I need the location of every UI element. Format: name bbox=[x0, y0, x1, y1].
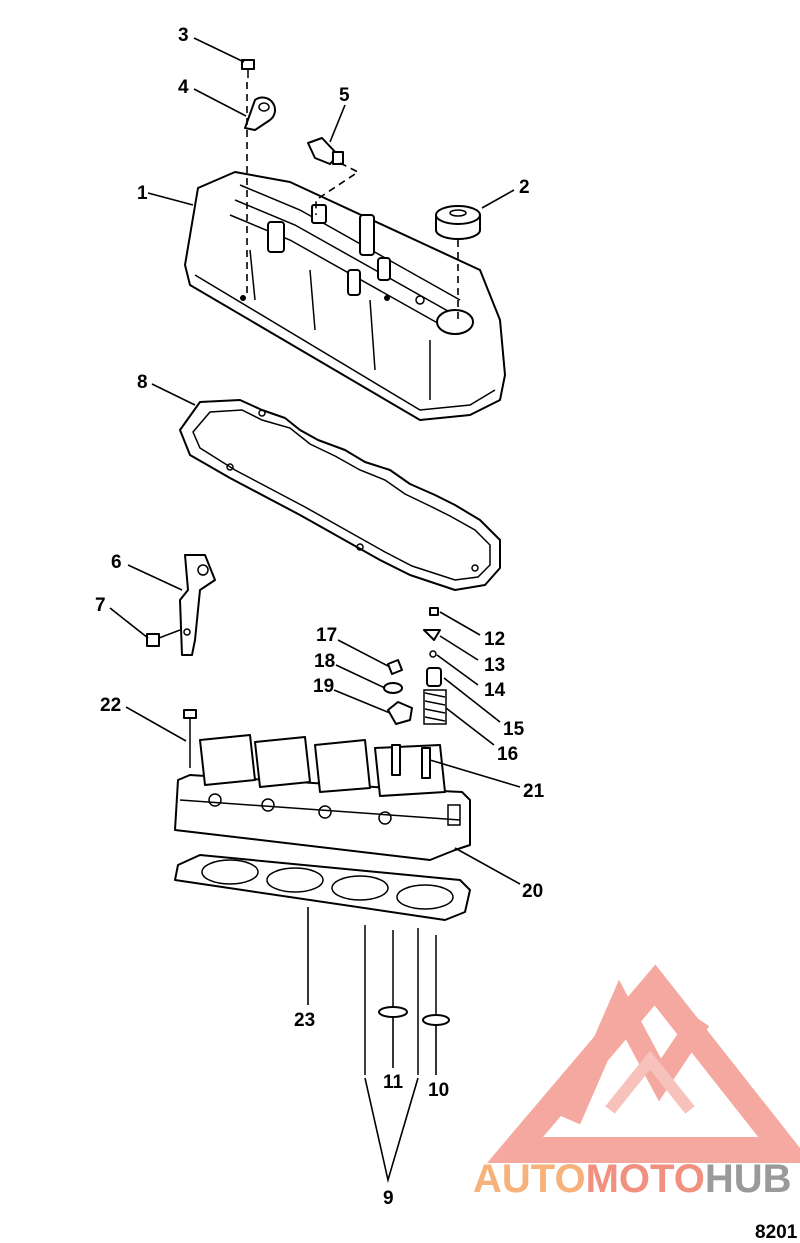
callout-10: 10 bbox=[428, 1080, 449, 1101]
bracket-bolt bbox=[146, 629, 181, 647]
callout-14: 14 bbox=[484, 680, 506, 701]
valve-keepers-and-springs bbox=[383, 607, 447, 725]
exhaust-valve bbox=[422, 935, 450, 1026]
callout-20: 20 bbox=[522, 881, 543, 902]
callout-19: 19 bbox=[313, 676, 334, 697]
leader-lines bbox=[109, 37, 521, 1184]
valve-cover bbox=[184, 171, 506, 421]
callout-5: 5 bbox=[339, 85, 350, 106]
oil-filler-cap bbox=[435, 205, 481, 240]
callout-1: 1 bbox=[137, 183, 148, 204]
automotohub-watermark: AUTOMOTOHUB bbox=[473, 1157, 792, 1201]
callout-7: 7 bbox=[95, 595, 106, 616]
callout-17: 17 bbox=[316, 625, 337, 646]
intake-valve bbox=[378, 930, 408, 1018]
svg-text:AUTOMOTOHUB: AUTOMOTOHUB bbox=[473, 1157, 792, 1201]
callout-22: 22 bbox=[100, 695, 121, 716]
callout-11: 11 bbox=[383, 1072, 404, 1093]
hose-clip bbox=[244, 96, 276, 131]
bolt-small bbox=[241, 59, 255, 78]
pushrods bbox=[364, 925, 419, 1075]
valve-cover-gasket bbox=[179, 399, 501, 591]
figure-number: 8201 bbox=[755, 1222, 798, 1243]
watermark-hub: HUB bbox=[705, 1157, 792, 1201]
callout-8: 8 bbox=[137, 372, 148, 393]
lifting-bracket bbox=[179, 554, 216, 656]
watermark-moto: MOTO bbox=[586, 1157, 705, 1201]
watermark-auto: AUTO bbox=[473, 1157, 586, 1201]
callout-6: 6 bbox=[111, 552, 122, 573]
automotohub-logo-icon bbox=[486, 964, 800, 1163]
callout-18: 18 bbox=[314, 651, 335, 672]
callout-16: 16 bbox=[497, 744, 518, 765]
callout-23: 23 bbox=[294, 1010, 315, 1031]
callout-labels: 1 2 3 4 5 6 7 8 9 10 11 12 13 14 15 16 1… bbox=[95, 25, 545, 1209]
callout-13: 13 bbox=[484, 655, 505, 676]
callout-4: 4 bbox=[178, 77, 189, 98]
callout-15: 15 bbox=[503, 719, 525, 740]
pcv-fitting bbox=[307, 137, 344, 165]
cylinder-head bbox=[174, 734, 471, 861]
head-bolt bbox=[183, 709, 197, 768]
callout-12: 12 bbox=[484, 629, 505, 650]
callout-3: 3 bbox=[178, 25, 189, 46]
head-gasket bbox=[174, 854, 471, 921]
callout-2: 2 bbox=[519, 177, 530, 198]
callout-21: 21 bbox=[523, 781, 545, 802]
callout-9: 9 bbox=[383, 1188, 394, 1209]
